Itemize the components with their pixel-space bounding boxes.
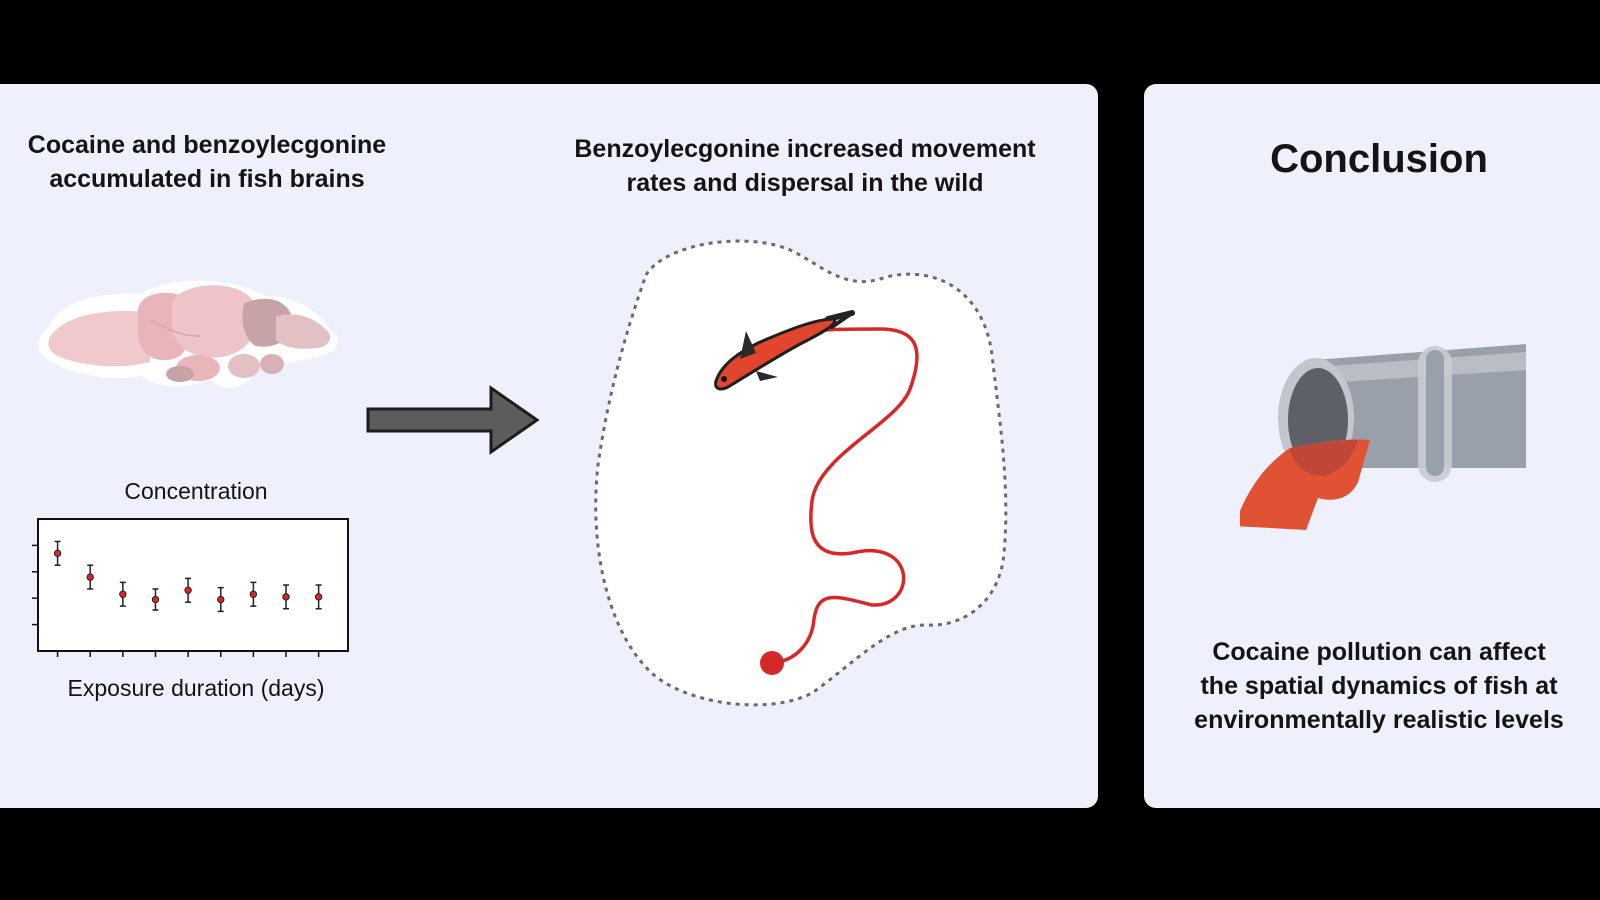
- data-point: [282, 593, 290, 601]
- brain-icon: [38, 280, 338, 388]
- brain-heading-line-2: accumulated in fish brains: [49, 165, 365, 193]
- conclusion-title: Conclusion: [1270, 137, 1488, 181]
- conclusion-line-3: environmentally realistic levels: [1194, 706, 1564, 734]
- data-point: [53, 549, 62, 558]
- data-point: [86, 573, 94, 581]
- conclusion-statement: Cocaine pollution can affect the spatial…: [1144, 635, 1600, 737]
- track-start-marker: [760, 651, 784, 675]
- data-point: [151, 595, 160, 604]
- chart-title: Concentration: [124, 478, 268, 504]
- habitat-boundary: [594, 239, 1008, 707]
- conclusion-line-1: Cocaine pollution can affect: [1212, 638, 1546, 666]
- movement-heading-line-2: rates and dispersal in the wild: [626, 169, 984, 197]
- conclusion-line-2: the spatial dynamics of fish at: [1200, 672, 1558, 700]
- data-point: [184, 586, 192, 594]
- movement-track: [770, 327, 919, 665]
- pipe-icon: [1240, 344, 1526, 530]
- data-point: [217, 595, 225, 604]
- data-point: [314, 593, 323, 601]
- chart-plot-area: [37, 518, 349, 652]
- brain-heading-line-1: Cocaine and benzoylecgonine: [27, 131, 387, 159]
- brain-accumulation-heading: Cocaine and benzoylecgonine accumulated …: [0, 128, 414, 196]
- data-point: [249, 590, 258, 598]
- arrow-right-icon: [366, 385, 540, 455]
- fish-icon: [714, 310, 855, 391]
- movement-heading-line-1: Benzoylecgonine increased movement: [574, 135, 1036, 163]
- chart-x-axis-label: Exposure duration (days): [67, 675, 325, 701]
- movement-heading: Benzoylecgonine increased movement rates…: [530, 132, 1080, 200]
- concentration-chart: [32, 518, 349, 657]
- data-point: [119, 590, 127, 598]
- habitat-area: [594, 239, 1008, 707]
